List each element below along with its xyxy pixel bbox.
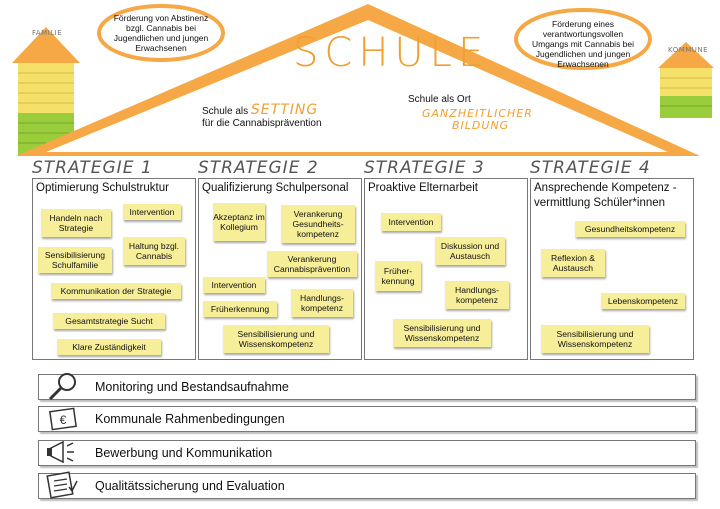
- roof-left-text-2: für die Cannabisprävention: [202, 118, 322, 129]
- note-verankerung-cannabispraevention: Verankerung Cannabisprävention: [267, 251, 357, 277]
- note-diskussion-austausch: Diskussion und Austausch: [435, 237, 505, 265]
- note-lebenskompetenz: Lebenskompetenz: [601, 293, 685, 309]
- roof-shape: [16, 4, 700, 156]
- money-icon: €: [49, 407, 77, 431]
- house-kommune-label: KOMMUNE: [668, 46, 709, 54]
- strategy-3-label: STRATEGIE 3: [364, 158, 485, 178]
- strategy-1-title: Optimierung Schulstruktur: [36, 182, 169, 194]
- roof-title: SCHULE: [293, 30, 490, 76]
- strategy-2-title: Qualifizierung Schulpersonal: [202, 182, 349, 194]
- note-handlungskompetenz: Handlungs-kompetenz: [291, 289, 353, 317]
- cloud-left-shape: [97, 4, 225, 62]
- roof-left-text-1: Schule als: [202, 106, 249, 117]
- roof-right-statement: Schule als Ort GANZHEITLICHER BILDUNG: [408, 94, 568, 132]
- strategy-4-label: STRATEGIE 4: [530, 158, 651, 178]
- strategy-3-title: Proaktive Elternarbeit: [368, 182, 478, 194]
- cloud-left: Förderung von Abstinenz bzgl. Cannabis b…: [95, 2, 227, 64]
- note-sensibilisierung-wissenskompetenz-3: Sensibilisierung und Wissenskompetenz: [393, 319, 491, 347]
- megaphone-icon: [47, 440, 74, 464]
- strategy-3-box: Proaktive Elternarbeit Intervention Disk…: [364, 178, 528, 360]
- strategy-2-box: Qualifizierung Schulpersonal Akzeptanz i…: [198, 178, 362, 360]
- note-intervention-3: Intervention: [381, 213, 441, 231]
- note-intervention: Intervention: [123, 204, 181, 220]
- house-familie-label: FAMILIE: [32, 29, 63, 37]
- note-verankerung-gesundheitskompetenz: Verankerung Gesundheits-kompetenz: [281, 205, 355, 243]
- cloud-right-text: Förderung eines verantwortungsvollen Umg…: [531, 19, 635, 69]
- cloud-right-shape: [514, 8, 652, 70]
- bar-kommunale: € Kommunale Rahmenbedingungen: [38, 406, 696, 432]
- roof-right-word-2: BILDUNG: [452, 119, 510, 132]
- house-kommune-drawing: [658, 42, 714, 118]
- bar-bewerbung-label: Bewerbung und Kommunikation: [95, 446, 273, 460]
- cloud-left-text: Förderung von Abstinenz bzgl. Cannabis b…: [113, 13, 209, 53]
- strategy-4-title-2: vermittlung Schüler*innen: [534, 197, 666, 209]
- note-sensibilisierung-wissenskompetenz-2: Sensibilisierung und Wissenskompetenz: [223, 325, 329, 353]
- bar-bewerbung: Bewerbung und Kommunikation: [38, 440, 696, 466]
- note-haltung-cannabis: Haltung bzgl. Cannabis: [123, 237, 185, 265]
- bar-kommunale-label: Kommunale Rahmenbedingungen: [95, 412, 285, 426]
- checklist-icon: [46, 471, 78, 499]
- note-klare-zustaendigkeit: Klare Zuständigkeit: [57, 339, 161, 355]
- bar-qualitaet-label: Qualitätssicherung und Evaluation: [95, 479, 285, 493]
- note-gesundheitskompetenz: Gesundheitskompetenz: [575, 221, 685, 237]
- strategy-1-box: Optimierung Schulstruktur Handeln nach S…: [32, 178, 196, 360]
- note-handeln-nach-strategie: Handeln nach Strategie: [41, 209, 111, 237]
- note-frueherkennung: Früherkennung: [203, 301, 277, 317]
- strategy-4-box: Ansprechende Kompetenz - vermittlung Sch…: [530, 178, 694, 360]
- note-gesamtstrategie-sucht: Gesamtstrategie Sucht: [53, 313, 165, 329]
- strategy-4-title-1: Ansprechende Kompetenz -: [534, 182, 677, 194]
- note-reflexion-austausch: Reflexion & Austausch: [541, 249, 605, 277]
- bar-monitoring-label: Monitoring und Bestandsaufnahme: [95, 380, 289, 394]
- strategy-1-label: STRATEGIE 1: [32, 158, 153, 178]
- roof-right-word-1: GANZHEITLICHER: [422, 107, 533, 120]
- bar-qualitaet: Qualitätssicherung und Evaluation: [38, 471, 696, 499]
- svg-text:€: €: [60, 413, 67, 427]
- house-familie: FAMILIE: [10, 25, 82, 157]
- roof-left-word: SETTING: [250, 102, 319, 118]
- note-handlungskompetenz-3: Handlungs-kompetenz: [445, 281, 509, 309]
- cloud-right: Förderung eines verantwortungsvollen Umg…: [512, 6, 654, 72]
- roof-right-text: Schule als Ort: [408, 94, 471, 105]
- roof-left-statement: Schule als SETTING für die Cannabispräve…: [202, 102, 362, 130]
- house-kommune: KOMMUNE: [656, 40, 716, 120]
- note-intervention-2: Intervention: [203, 277, 265, 293]
- strategy-2-label: STRATEGIE 2: [198, 158, 319, 178]
- house-familie-drawing: [12, 27, 80, 155]
- note-akzeptanz-kollegium: Akzeptanz im Kollegium: [213, 203, 265, 241]
- magnifier-icon: [48, 373, 76, 400]
- note-kommunikation-strategie: Kommunikation der Strategie: [51, 283, 181, 299]
- note-frueherkennung-3: Früher-kennung: [375, 261, 421, 291]
- bar-monitoring: Monitoring und Bestandsaufnahme: [38, 373, 696, 400]
- note-sensibilisierung-schulfamilie: Sensibilisierung Schulfamilie: [38, 247, 112, 273]
- note-sensibilisierung-wissenskompetenz-4: Sensibilisierung und Wissenskompetenz: [541, 325, 649, 353]
